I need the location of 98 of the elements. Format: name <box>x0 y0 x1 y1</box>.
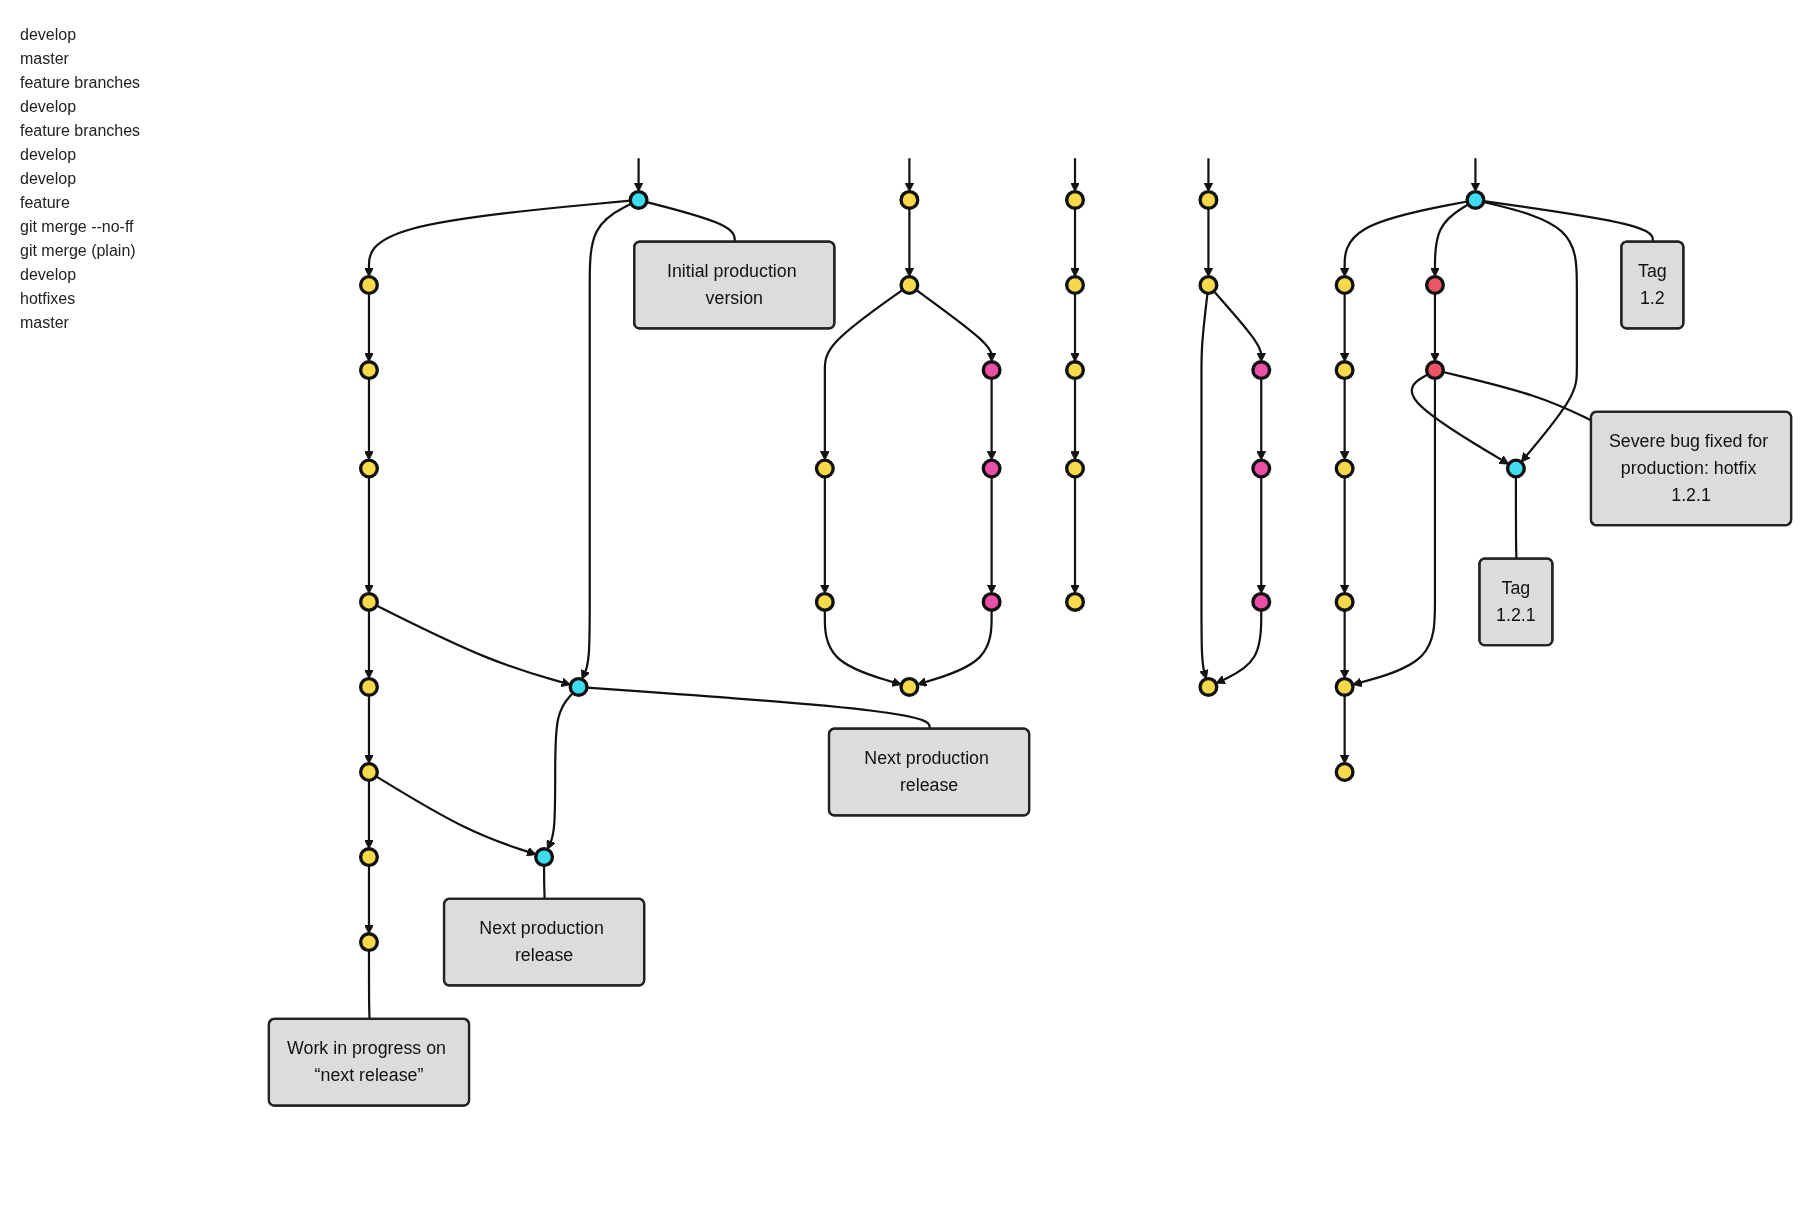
node-circle <box>358 359 379 380</box>
arrow <box>1256 378 1267 461</box>
node-circle <box>981 359 1002 380</box>
node-circle <box>1251 458 1272 479</box>
node-circle <box>814 591 835 612</box>
arrow <box>1410 373 1510 465</box>
node-circle <box>358 274 379 295</box>
node-circle <box>628 189 649 210</box>
node-circle <box>899 274 920 295</box>
node-circle <box>1334 761 1355 782</box>
label-text: master <box>20 50 70 68</box>
arrow <box>1256 476 1267 594</box>
connector <box>646 200 736 242</box>
node-circle <box>1465 189 1486 210</box>
arrow <box>364 865 374 934</box>
label-text: feature branches <box>20 122 142 140</box>
arrow <box>364 378 374 461</box>
arrow <box>1430 203 1469 277</box>
arrow <box>1203 208 1214 277</box>
arrow <box>904 158 915 192</box>
arrow <box>364 610 374 679</box>
arrow <box>364 695 374 764</box>
arrow <box>581 202 632 680</box>
label-text: develop <box>20 170 78 188</box>
arrow <box>1199 292 1209 680</box>
arrow <box>819 476 830 594</box>
node-circle <box>358 931 379 952</box>
node-circle <box>981 458 1002 479</box>
arrow <box>1339 293 1350 362</box>
arrow <box>1203 158 1214 192</box>
node-circle <box>1198 274 1219 295</box>
node-circle <box>1065 591 1085 612</box>
arrow <box>1070 293 1080 362</box>
arrow <box>1070 378 1080 461</box>
node-circle <box>814 458 835 479</box>
node-circle <box>358 761 379 782</box>
arrow <box>1070 476 1080 594</box>
label-text: develop <box>20 146 78 164</box>
arrow <box>1339 610 1350 679</box>
arrow <box>633 158 644 192</box>
arrow <box>1483 200 1578 463</box>
node-circle <box>1251 359 1272 380</box>
node-circle <box>1065 359 1085 380</box>
node-circle <box>1065 458 1085 479</box>
arrow <box>819 288 904 461</box>
node-circle <box>1334 591 1355 612</box>
node-circle <box>1424 274 1445 295</box>
node-circle <box>1424 359 1445 380</box>
node-circle <box>899 676 920 697</box>
node-circle <box>1505 458 1526 479</box>
label-text: feature branches <box>20 74 142 92</box>
arrow <box>904 208 915 277</box>
arrow <box>823 610 902 687</box>
node-circle <box>1065 274 1085 295</box>
arrow <box>1213 290 1267 362</box>
arrow <box>986 476 997 594</box>
node-circle <box>358 676 379 697</box>
arrow <box>1070 208 1080 277</box>
arrow <box>1339 200 1468 277</box>
arrow <box>1070 158 1080 192</box>
arrow <box>986 378 997 461</box>
label-text: develop <box>20 266 78 284</box>
connector <box>1514 476 1518 559</box>
arrow <box>364 476 374 594</box>
arrow <box>1470 158 1481 192</box>
node-circle <box>534 846 555 867</box>
node-circle <box>1334 359 1355 380</box>
label-text: git merge (plain) <box>20 242 137 260</box>
node-circle <box>981 591 1002 612</box>
arrow <box>375 775 537 857</box>
arrow <box>1430 293 1440 362</box>
node-circle <box>358 846 379 867</box>
node-circle <box>1334 676 1355 697</box>
arrow <box>1339 476 1350 594</box>
label-text: git merge --no-ff <box>20 218 135 236</box>
arrow <box>1339 695 1350 764</box>
node-circle <box>1198 676 1219 697</box>
node-circle <box>1198 189 1219 210</box>
arrow <box>546 692 574 850</box>
label-text: develop <box>20 98 78 116</box>
node-circle <box>568 676 589 697</box>
label-text: develop <box>20 26 78 44</box>
node-circle <box>1334 458 1355 479</box>
node-circle <box>1251 591 1272 612</box>
node-circle <box>1334 274 1355 295</box>
arrow <box>364 293 374 362</box>
node-circle <box>358 591 379 612</box>
arrow <box>1352 378 1437 687</box>
label-text: hotfixes <box>20 290 77 308</box>
label-text: feature <box>20 194 71 212</box>
arrow <box>1215 610 1263 684</box>
arrow <box>915 288 997 362</box>
arrow <box>1339 378 1350 461</box>
label-text: master <box>20 314 70 332</box>
node-circle <box>899 189 920 210</box>
node-circle <box>1065 189 1085 210</box>
node-circle <box>358 458 379 479</box>
arrow <box>364 780 374 849</box>
